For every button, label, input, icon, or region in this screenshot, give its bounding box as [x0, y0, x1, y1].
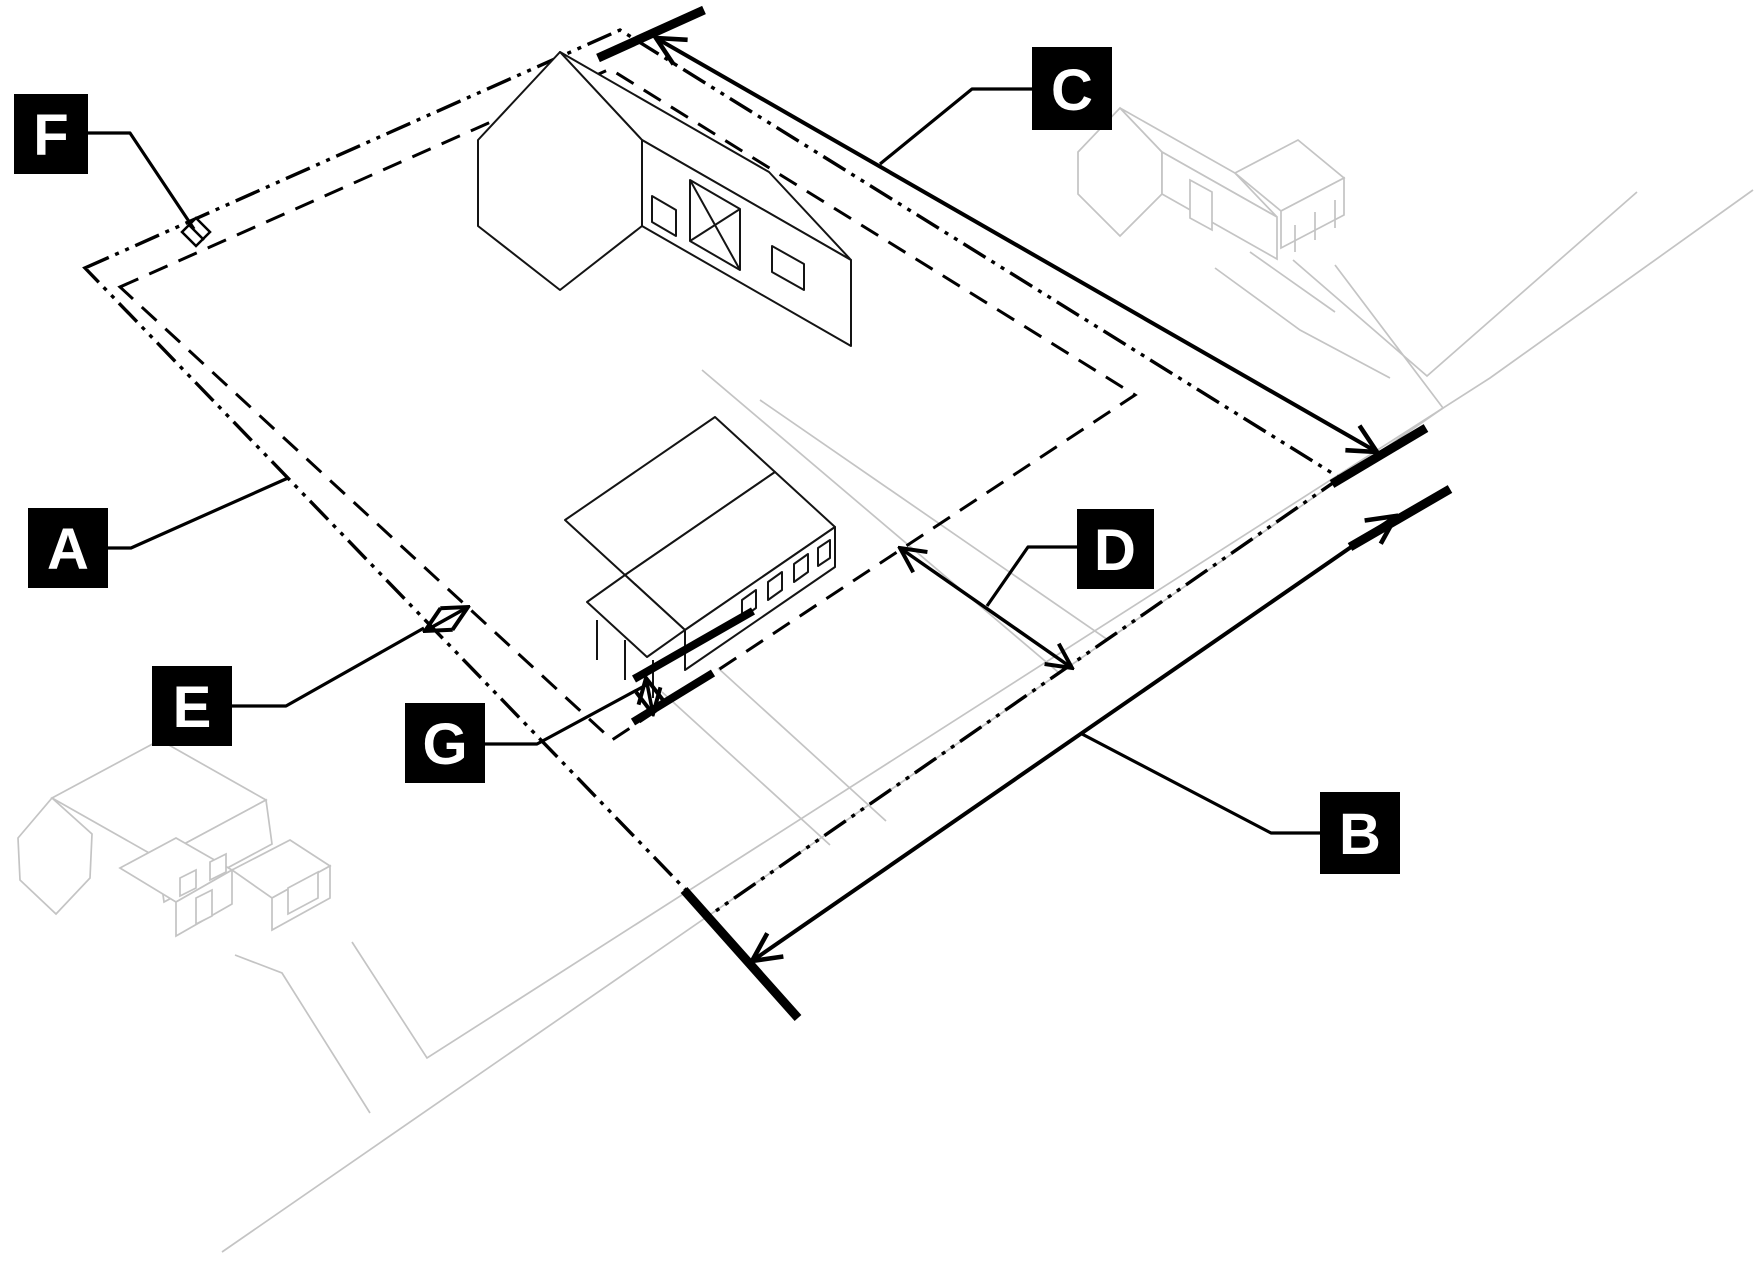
corner-tick-east-lower: [1347, 485, 1453, 551]
callout-g: G: [405, 703, 485, 783]
callout-d: D: [1077, 509, 1154, 589]
callout-a-box: [28, 508, 108, 588]
callout-c-box: [1032, 47, 1112, 130]
southwest-driveway: [234, 954, 371, 1114]
leader-e: [232, 626, 425, 708]
callout-leaders: [86, 87, 1320, 835]
main-house: [564, 416, 836, 698]
survey-pin-marker: [180, 216, 212, 248]
callout-g-letter: G: [422, 712, 467, 777]
callout-f-letter: F: [33, 103, 68, 168]
dimension-b: [680, 485, 1453, 1021]
callout-d-box: [1077, 509, 1154, 589]
accessory-building: [477, 51, 852, 347]
callout-b-letter: B: [1339, 802, 1381, 867]
callout-e: E: [152, 666, 232, 746]
corner-tick-north: [596, 5, 706, 63]
callout-b-box: [1320, 792, 1400, 874]
house-porch-roof: [586, 574, 686, 658]
callout-a: A: [28, 508, 108, 588]
street-far-edge: [351, 189, 1754, 1060]
leader-a: [108, 476, 289, 550]
corner-tick-south: [680, 887, 802, 1021]
leader-d: [985, 545, 1077, 607]
leader-c: [878, 87, 1032, 166]
dimension-c: [596, 5, 1429, 488]
neighbor-house-southwest: [17, 739, 332, 938]
callout-f: F: [14, 94, 88, 174]
callout-d-letter: D: [1094, 518, 1136, 583]
leader-b: [1081, 732, 1320, 835]
callout-b: B: [1320, 792, 1400, 874]
leader-f: [86, 131, 196, 230]
callout-e-box: [152, 666, 232, 746]
callout-c: C: [1032, 47, 1112, 130]
callout-a-letter: A: [47, 517, 89, 582]
dimension-e-line: [425, 607, 468, 631]
dimension-d-line: [900, 548, 1072, 668]
callout-c-letter: C: [1051, 58, 1093, 123]
callout-e-letter: E: [173, 675, 212, 740]
corner-tick-east-upper: [1329, 424, 1429, 488]
dimension-c-line: [656, 38, 1377, 452]
dimension-b-line: [752, 516, 1396, 961]
neighbor-lot-line: [1292, 191, 1638, 378]
leader-g: [485, 682, 649, 746]
neighbor-house-northeast: [1077, 106, 1391, 379]
house-driveway: [661, 667, 887, 846]
callout-f-box: [14, 94, 88, 174]
callout-g-box: [405, 703, 485, 783]
garage-face-bar: [632, 607, 755, 683]
